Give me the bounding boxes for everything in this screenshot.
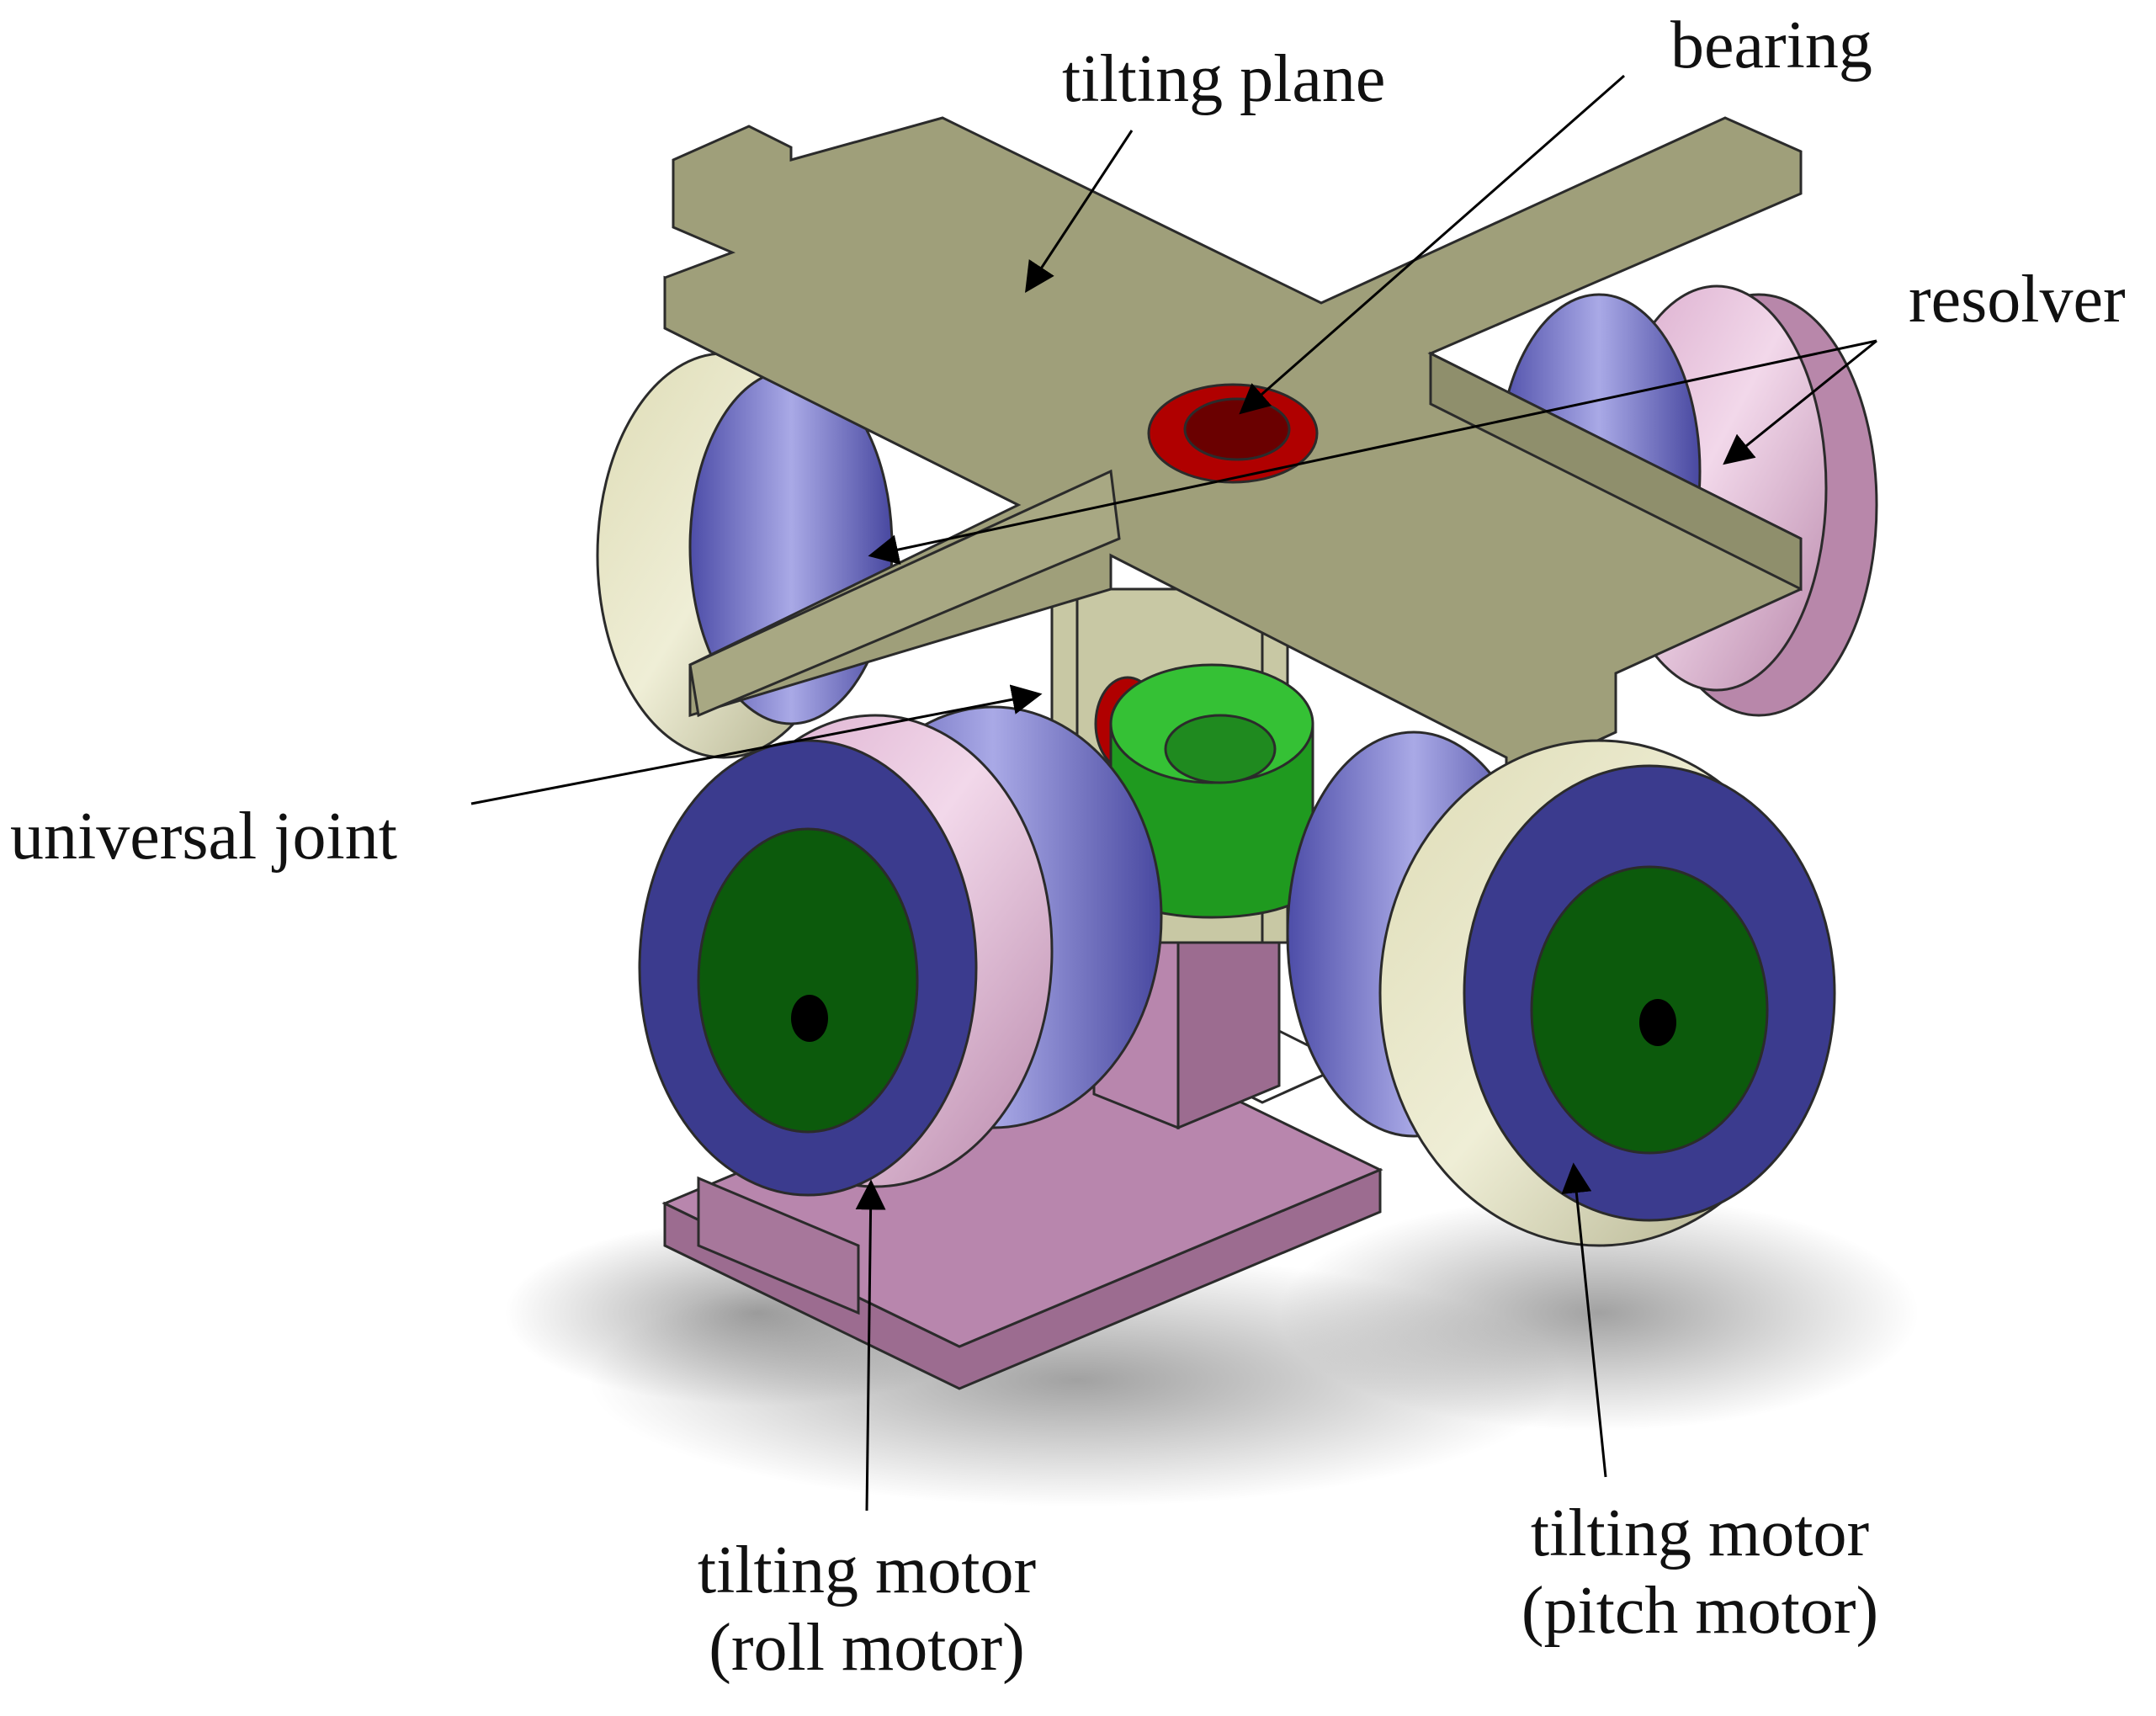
bearing [1147, 383, 1319, 484]
label-universal-joint: universal joint [10, 800, 397, 874]
label-roll-motor-line2: (roll motor) [709, 1611, 1025, 1685]
base-foot [697, 1176, 860, 1315]
arrow-resolver-left [868, 339, 1877, 565]
arrow-universal-joint [470, 684, 1043, 805]
plane-right-arm [1429, 351, 1803, 592]
arrow-resolver-right [1723, 339, 1877, 465]
label-resolver: resolver [1909, 263, 2126, 337]
label-pitch-motor-line2: (pitch motor) [1521, 1574, 1879, 1648]
pitch-motor [1286, 730, 1836, 1247]
label-bearing: bearing [1670, 8, 1872, 82]
label-roll-motor: tilting motor (roll motor) [656, 1532, 1077, 1687]
arrow-pitch-motor [1561, 1162, 1607, 1478]
label-pitch-motor: tilting motor (pitch motor) [1490, 1495, 1910, 1650]
label-tilting-plane: tilting plane [1062, 42, 1386, 116]
leader-lines [470, 74, 1877, 1511]
arrow-bearing [1239, 74, 1625, 415]
arrow-roll-motor [855, 1179, 886, 1511]
label-roll-motor-line1: tilting motor [697, 1533, 1037, 1607]
roll-motor [638, 705, 1163, 1197]
plane-left-arm-top [688, 469, 1121, 718]
label-pitch-motor-line1: tilting motor [1530, 1496, 1870, 1570]
arrow-tilting-plane [1025, 130, 1134, 294]
